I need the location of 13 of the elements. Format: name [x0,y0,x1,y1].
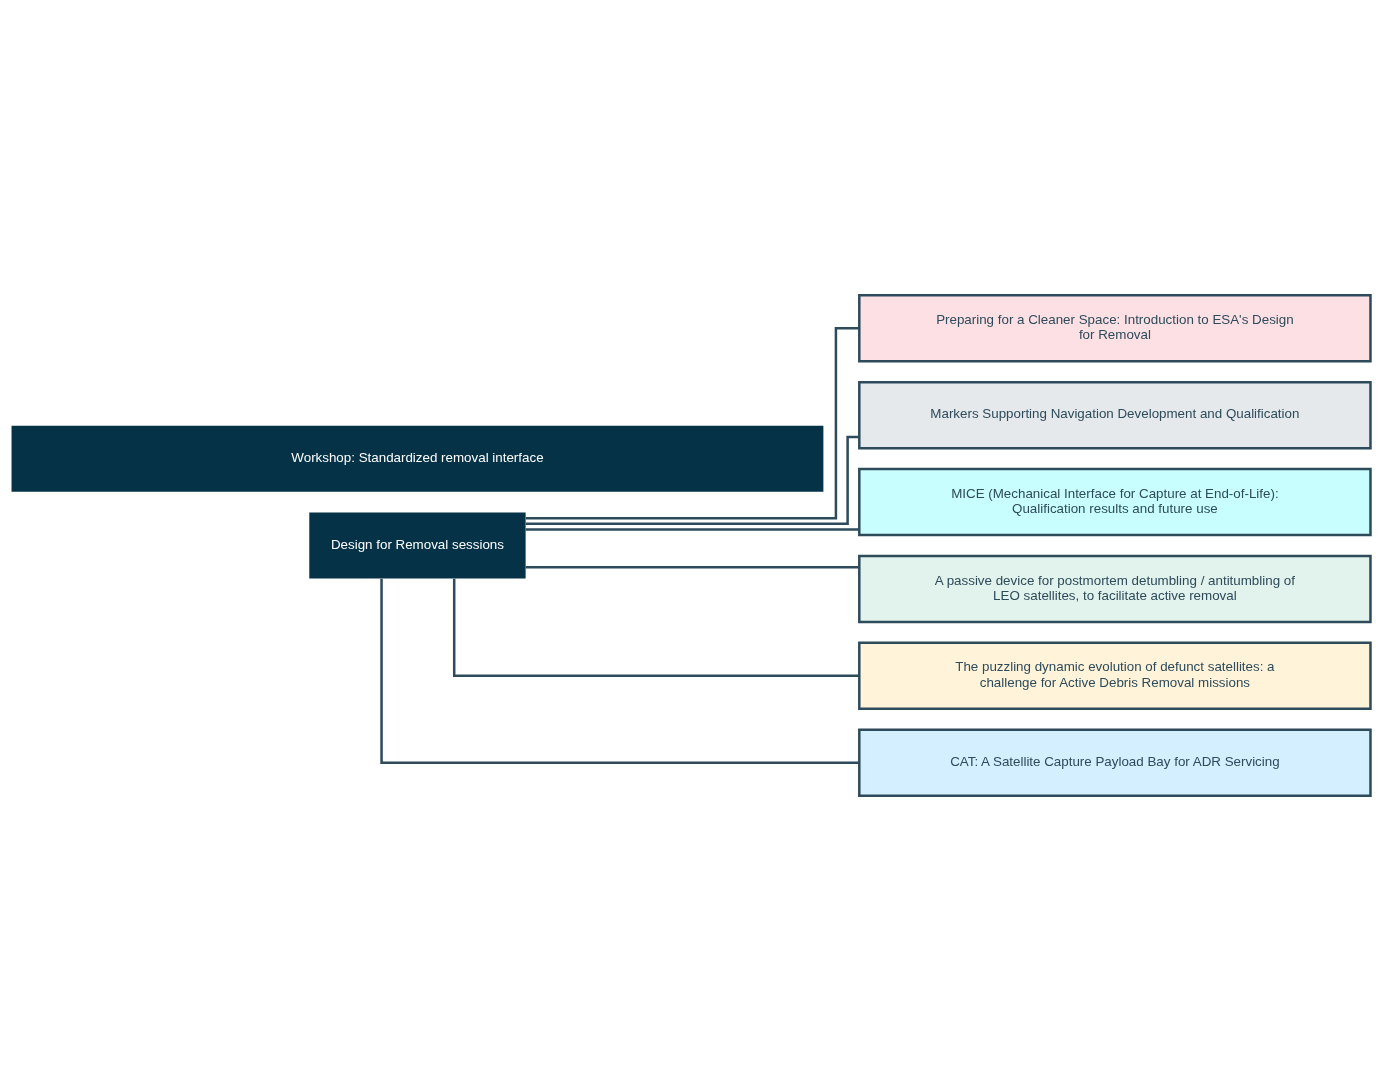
node-box: A passive device for postmortem detumbling / antitumbling of LEO satellites, to facilitate active removal [858,554,1372,624]
node-box: Markers Supporting Navigation Development and Qualification [858,380,1372,450]
node-box: Workshop: Standardized removal interface [11,425,824,492]
connector [525,528,859,531]
connector [525,565,859,569]
connector [380,578,860,764]
node-box: The puzzling dynamic evolution of defunct satellites: a challenge for Active Debris Removal missions [858,641,1372,711]
node-box: CAT: A Satellite Capture Payload Bay for ADR Servicing [858,728,1372,797]
node-box: Preparing for a Cleaner Space: Introduction to ESA's Design for Removal [858,294,1372,363]
connector [452,578,860,678]
node-box: Design for Removal sessions [309,512,526,579]
connector [525,435,860,526]
node-box: MICE (Mechanical Interface for Capture at End-of-Life): Qualification results and future use [858,467,1372,537]
